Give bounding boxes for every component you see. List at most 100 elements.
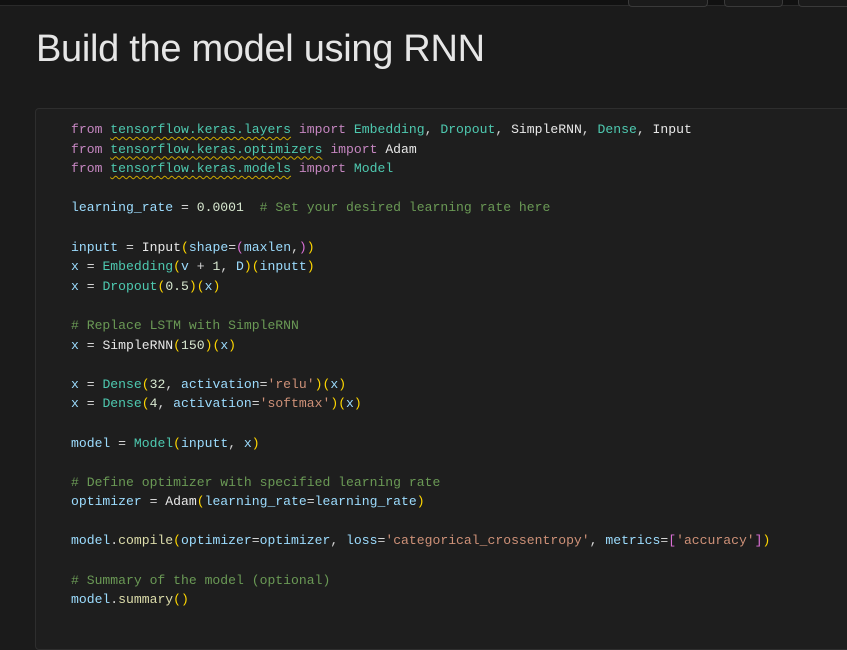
code-token: ) [181, 592, 189, 608]
code-line[interactable] [71, 453, 770, 473]
code-line[interactable]: inputt = Input(shape=(maxlen,)) [71, 238, 770, 258]
code-token: ( [196, 278, 205, 294]
code-token: = [118, 239, 142, 255]
code-line[interactable] [71, 179, 770, 199]
code-token: = [251, 396, 260, 412]
code-token: x [204, 278, 213, 294]
code-comment: # Summary of the model (optional) [71, 572, 331, 588]
code-token: , [165, 376, 182, 392]
code-token: x [71, 337, 79, 353]
code-token: , [636, 122, 653, 137]
code-token: Input [652, 122, 692, 137]
code-token: = [259, 376, 268, 392]
code-cell[interactable] [35, 108, 847, 650]
code-token: , [589, 533, 606, 549]
code-token: ( [141, 376, 150, 392]
code-comment: # Define optimizer with specified learni… [71, 474, 441, 490]
code-token: ) [314, 376, 323, 392]
code-token: 'accuracy' [676, 533, 755, 549]
code-token: ( [173, 592, 182, 608]
code-token: Dropout [102, 278, 158, 294]
code-token [244, 200, 260, 215]
code-line[interactable] [71, 355, 770, 375]
code-token: Input [141, 239, 182, 255]
code-token: x [71, 259, 79, 275]
code-token: , [330, 533, 347, 549]
code-token: ) [228, 337, 237, 353]
code-token: ) [338, 376, 347, 392]
code-token: ( [173, 533, 182, 549]
code-token: ) [298, 239, 307, 255]
toolbar-button[interactable] [628, 0, 708, 7]
code-token: from [71, 161, 103, 177]
code-token: Dense [597, 122, 637, 137]
code-token: 'relu' [267, 376, 315, 392]
toolbar-button[interactable] [798, 0, 847, 7]
code-token: model [71, 592, 111, 608]
code-line[interactable] [71, 414, 770, 434]
code-token: ( [173, 259, 182, 275]
code-token: inputt [259, 259, 307, 275]
code-token: , [291, 239, 299, 255]
code-line[interactable] [71, 218, 770, 238]
code-line[interactable]: # Summary of the model (optional) [71, 571, 770, 591]
code-token: Model [133, 435, 174, 451]
code-token: = [306, 494, 315, 510]
code-line[interactable]: x = SimpleRNN(150)(x) [71, 336, 770, 356]
code-token: 0.5 [165, 278, 189, 294]
code-token: SimpleRNN [102, 337, 174, 353]
code-token: Dense [102, 396, 142, 412]
code-token: [ [668, 533, 677, 549]
code-line[interactable] [71, 551, 770, 571]
code-line[interactable]: # Replace LSTM with SimpleRNN [71, 316, 770, 336]
code-editor[interactable]: from tensorflow.keras.layers import Embe… [71, 120, 770, 610]
code-token: tensorflow.keras.models [110, 161, 292, 177]
code-token: = [78, 376, 103, 392]
code-token: inputt [71, 239, 119, 255]
code-token: Embedding [102, 259, 174, 275]
code-token: ( [181, 239, 189, 255]
code-token: 'softmax' [259, 396, 331, 412]
code-token: tensorflow.keras.layers [110, 122, 292, 137]
code-line[interactable]: # Define optimizer with specified learni… [71, 473, 770, 493]
code-line[interactable]: x = Dense(4, activation='softmax')(x) [71, 394, 770, 414]
code-token: from [71, 122, 103, 137]
code-line[interactable]: from tensorflow.keras.optimizers import … [71, 140, 770, 160]
code-token: SimpleRNN [511, 122, 582, 137]
code-token: = [78, 259, 103, 275]
code-line[interactable] [71, 512, 770, 532]
code-token: = [660, 533, 669, 549]
code-token: maxlen [243, 239, 292, 255]
code-line[interactable]: model.summary() [71, 590, 770, 610]
code-token: optimizer [259, 533, 331, 549]
code-token: summary [118, 592, 174, 608]
code-token: model [71, 533, 111, 549]
code-token: Adam [165, 494, 197, 510]
code-token: = [173, 200, 197, 216]
code-token: ( [212, 337, 221, 353]
code-line[interactable]: from tensorflow.keras.layers import Embe… [71, 120, 770, 140]
code-token [291, 161, 299, 176]
code-token: x [71, 396, 79, 412]
code-line[interactable]: x = Embedding(v + 1, D)(inputt) [71, 257, 770, 277]
code-token: = [78, 278, 103, 294]
code-line[interactable] [71, 296, 770, 316]
code-token: . [110, 533, 119, 549]
code-token [346, 161, 354, 176]
code-line[interactable]: model.compile(optimizer=optimizer, loss=… [71, 531, 770, 551]
toolbar-button[interactable] [724, 0, 783, 7]
code-line[interactable]: model = Model(inputt, x) [71, 434, 770, 454]
code-token: learning_rate [204, 494, 307, 510]
code-line[interactable]: optimizer = Adam(learning_rate=learning_… [71, 492, 770, 512]
code-line[interactable]: from tensorflow.keras.models import Mode… [71, 159, 770, 179]
code-line[interactable]: x = Dropout(0.5)(x) [71, 277, 770, 297]
code-token: ) [306, 259, 315, 275]
code-line[interactable]: learning_rate = 0.0001 # Set your desire… [71, 198, 770, 218]
code-token: ) [204, 337, 213, 353]
code-token: ) [188, 278, 197, 294]
code-token: , [581, 122, 598, 137]
code-line[interactable]: x = Dense(32, activation='relu')(x) [71, 375, 770, 395]
code-token: optimizer [181, 533, 252, 549]
code-token: ) [251, 435, 260, 451]
code-token: x [243, 435, 252, 451]
